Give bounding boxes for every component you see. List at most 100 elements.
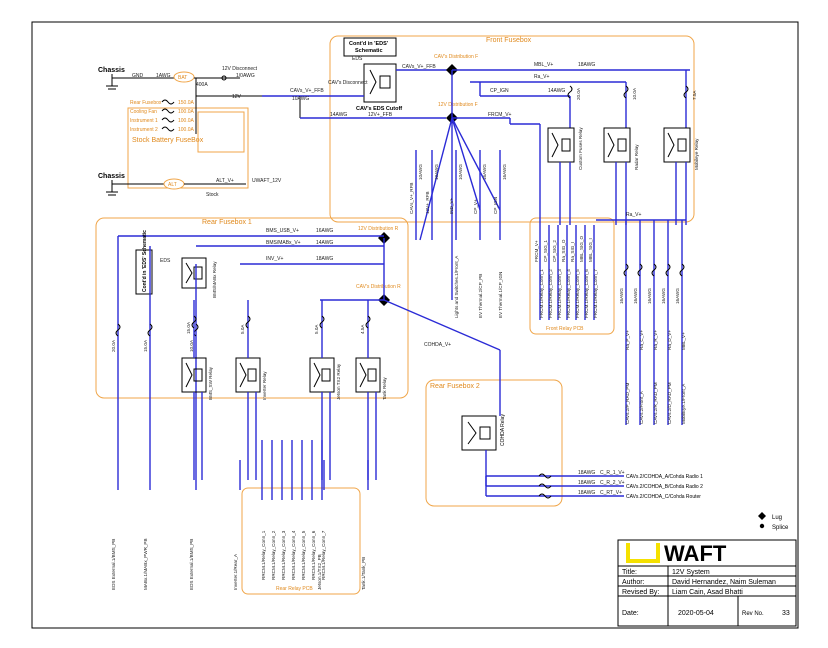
eds-ref-rear-label: Cont'd in 'EDS' Schematic <box>142 230 148 292</box>
front-relay-label: Radar Relay <box>634 144 639 170</box>
rear-output-destination: EDS External.1/BMS_PB <box>111 539 116 590</box>
front-bottom-destination: Lights and Switches.1/Front_A <box>454 255 459 318</box>
front-fuse-rating: 10.0A <box>632 87 637 100</box>
stock-fuse-rating: 150.0A <box>178 100 195 106</box>
fuse-icon <box>115 323 121 337</box>
cav-distribution-f-label: CAV's Distribution F <box>434 54 478 60</box>
cohda-destination: CAVs.2/COHDA_C/Cohda Router <box>626 494 701 500</box>
rear-fusebox-1-title: Rear Fusebox 1 <box>202 219 252 226</box>
chassis-label-bottom: Chassis <box>98 173 125 180</box>
front-pcb-wire-label: Ra_SIG_I <box>570 242 575 262</box>
front-fuse-rating: 7.5A <box>692 90 697 100</box>
cav-v-ffb-feed-label: CAVs_V+_FFB <box>290 88 324 94</box>
cohda-wire-name: C_R_1_V+ <box>600 470 625 476</box>
logo-text: WAFT <box>664 541 727 566</box>
rear-output-destination: Inverter.1/Rear_A <box>233 553 238 590</box>
rear-output-destination: MABx.1/MABx_PWR_PB <box>143 538 148 590</box>
eds-rear-tag: EDS <box>160 258 171 264</box>
front-wire-gauge: 10AWG <box>458 164 463 180</box>
fuse-icon <box>245 315 251 329</box>
front-relay-label: Mobileye Relay <box>694 138 699 170</box>
eds-ref-line1: Cont'd in 'EDS' <box>349 41 389 47</box>
rear-relay-pcb-title: Rear Relay PCB <box>276 586 313 592</box>
chassis-label-top: Chassis <box>98 67 125 74</box>
rear-relay-label: BMS_SW Relay <box>208 366 213 400</box>
eds-label: EDS <box>352 56 363 62</box>
title-value: 12V System <box>672 569 710 576</box>
front-wire-gauge: 10AWG <box>418 164 423 180</box>
rear-relay-label: Inverter Relay <box>262 371 267 400</box>
rear-relay-label: BMS/MABx Relay <box>212 261 217 298</box>
eds-schematic-ref-rear <box>135 249 153 295</box>
front-pcb-wire-label: CP_SIG_1 <box>543 240 548 262</box>
fuse-icon <box>161 108 175 114</box>
bms-mabx-gauge: 14AWG <box>316 240 333 246</box>
right-output-gauge: 16AWG <box>661 288 666 304</box>
cav-v-ffb-label: CAVs_V+_FFB <box>402 64 436 70</box>
right-output-destination: CAVs.2/P_RAD_PM <box>625 383 630 424</box>
fuse-icon <box>538 493 552 499</box>
front-wire-label: CAVs_V+_RFB <box>409 183 414 214</box>
date-value: 2020-05-04 <box>678 610 714 617</box>
front-pcb-destination: FRCM.1/Relay_Conn_5 <box>575 269 580 318</box>
author-value: David Hernandez, Naim Suleman <box>672 579 776 586</box>
right-output-name: Ra_D_V+ <box>667 330 672 350</box>
rear-relay-pcb-region <box>241 487 361 595</box>
v12-distribution-r-label: 12V Distribution R <box>358 226 399 232</box>
rear-relay-label: Tank Relay <box>382 377 387 400</box>
front-pcb-wire-label: Ra_SIG_O <box>561 239 566 262</box>
cp-ign-label: CP_IGN <box>490 88 509 94</box>
main-fuse-label: 400A <box>196 82 208 88</box>
right-output-name: Ra_C_V+ <box>639 330 644 350</box>
front-pcb-wire-group: CAVs_V+_RFB10AWG12V+_RFB10AWGIND_V+10AWG… <box>409 150 598 320</box>
stock-battery-fusebox-region <box>127 107 249 189</box>
front-pcb-destination: FRCM.1/Relay_Conn_2 <box>548 269 553 318</box>
eds-cutoff-relay <box>363 63 397 103</box>
front-wire-label: IND_V+ <box>449 197 454 214</box>
fuse-icon <box>623 85 629 99</box>
stock-fuse-name: Rear Fusebox <box>130 100 162 106</box>
disconnect-switch-icon <box>221 75 227 81</box>
right-output-group: 16AWG Ra_P_V+ CAVs.2/P_RAD_PM 16AWG Ra_C_V+ C… <box>619 220 686 425</box>
date-key: Date: <box>622 610 639 617</box>
front-wire-label: CP_V+ <box>473 199 478 214</box>
legend-splice-icon <box>759 523 765 529</box>
front-pcb-destination: FRCM.1/Relay_Conn_7 <box>593 269 598 318</box>
eds-ref-line2: Schematic <box>355 48 383 54</box>
right-output-gauge: 16AWG <box>619 288 624 304</box>
right-output-name: Ra_P_V+ <box>625 330 630 350</box>
fuse-icon <box>161 99 175 105</box>
rear-fusebox-1-region <box>95 217 409 399</box>
stock-battery-fusebox-title: Stock Battery FuseBox <box>132 137 204 144</box>
cohda-destination: CAVs.2/COHDA_B/Cohda Radio 2 <box>626 484 703 490</box>
right-output-name: Ra_R_V+ <box>653 330 658 350</box>
title-key: Title: <box>622 569 637 576</box>
gnd-gauge-label: 1AWG <box>156 73 171 79</box>
rear-output-destination: Tank.1/Tank_PB <box>361 557 366 590</box>
front-pcb-wire-label: MBL_SIG_I <box>588 238 593 262</box>
cav-v-ffb-gauge: 10AWG <box>292 96 309 102</box>
right-output-destination: CAVs.2/Front_A <box>639 390 644 424</box>
cohda-wire-gauge: 18AWG <box>578 490 595 496</box>
cohda-v-label: COHDA_V+ <box>424 342 451 348</box>
fuse-icon <box>538 473 552 479</box>
cohda-relay-label: COHDA Relay <box>500 414 506 446</box>
inv-v-gauge: 18AWG <box>316 256 333 262</box>
rear-fusebox-2-title: Rear Fusebox 2 <box>430 383 480 390</box>
fuse-icon <box>161 126 175 132</box>
rear-relay-fuse-rating: 15.0A <box>186 321 191 334</box>
relay-icon <box>547 127 575 163</box>
mbl-gauge: 18AWG <box>578 62 595 68</box>
gnd-label: GND <box>132 73 144 79</box>
fuse-icon <box>538 483 552 489</box>
front-fuse-rating: 20.0A <box>576 87 581 100</box>
relay-icon <box>603 127 631 163</box>
fuse-icon <box>651 263 657 277</box>
ra-v-top-label: Ra_V+ <box>534 74 550 80</box>
rear-relay-fuse-rating: 5.0A <box>314 324 319 334</box>
